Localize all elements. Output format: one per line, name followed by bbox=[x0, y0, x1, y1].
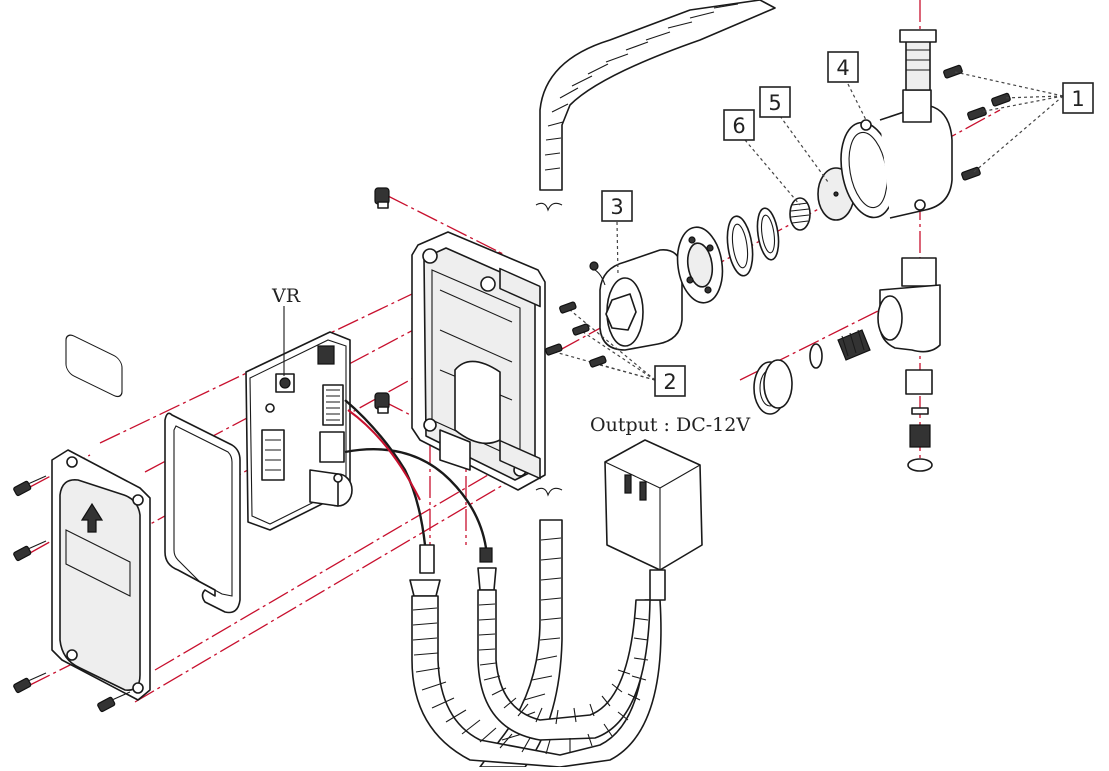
tee-fitting bbox=[877, 257, 941, 472]
enclosure-box bbox=[411, 231, 546, 491]
screw-icon bbox=[13, 475, 47, 497]
retaining-flange bbox=[676, 226, 724, 304]
spiral-conduit bbox=[479, 0, 776, 768]
callout-3-number: 3 bbox=[610, 195, 623, 219]
callout-2: 2 bbox=[654, 365, 686, 397]
screw-icon bbox=[545, 343, 563, 356]
small-screws-2 bbox=[545, 301, 607, 368]
circuit-board bbox=[245, 331, 353, 531]
screw-icon bbox=[572, 323, 590, 336]
callout-6-number: 6 bbox=[732, 114, 745, 138]
callout-1: 1 bbox=[1062, 82, 1094, 114]
sensor-plug-icon bbox=[419, 544, 435, 574]
callout-4-number: 4 bbox=[836, 56, 849, 80]
screw-icon bbox=[559, 301, 577, 314]
relay-icon bbox=[319, 431, 345, 463]
screw-icon bbox=[589, 355, 607, 368]
bolt-icon bbox=[374, 392, 390, 414]
screw-icon bbox=[943, 64, 963, 79]
callout-5: 5 bbox=[759, 86, 791, 118]
mounting-bolts bbox=[374, 187, 390, 414]
connector-icon bbox=[317, 345, 335, 365]
callout-2-number: 2 bbox=[663, 370, 676, 394]
screw-icon bbox=[961, 166, 981, 181]
solenoid-coil-assembly bbox=[589, 249, 683, 351]
output-voltage-label: Output : DC-12V bbox=[590, 414, 750, 436]
front-cover bbox=[51, 334, 151, 701]
callout-leaders bbox=[554, 71, 1064, 381]
sealing-rings bbox=[726, 207, 780, 277]
cover-screws bbox=[13, 475, 131, 713]
valve-screws bbox=[943, 64, 1011, 181]
callout-6: 6 bbox=[723, 109, 755, 141]
screw-icon bbox=[13, 540, 47, 562]
screw-icon bbox=[13, 672, 47, 694]
terminal-block-icon bbox=[261, 429, 285, 481]
spring bbox=[789, 197, 811, 231]
screw-icon bbox=[991, 92, 1011, 107]
callout-4: 4 bbox=[827, 51, 859, 83]
screw-icon bbox=[97, 691, 131, 713]
bolt-icon bbox=[374, 187, 390, 209]
callout-3: 3 bbox=[601, 190, 633, 222]
gasket-seal bbox=[164, 412, 241, 614]
vr-label: VR bbox=[271, 285, 301, 307]
valve-body bbox=[840, 29, 953, 219]
callout-5-number: 5 bbox=[768, 91, 781, 115]
header-pins-icon bbox=[322, 384, 344, 426]
callout-1-number: 1 bbox=[1071, 87, 1084, 111]
check-valve-parts bbox=[753, 329, 871, 415]
power-adapter bbox=[604, 439, 703, 601]
